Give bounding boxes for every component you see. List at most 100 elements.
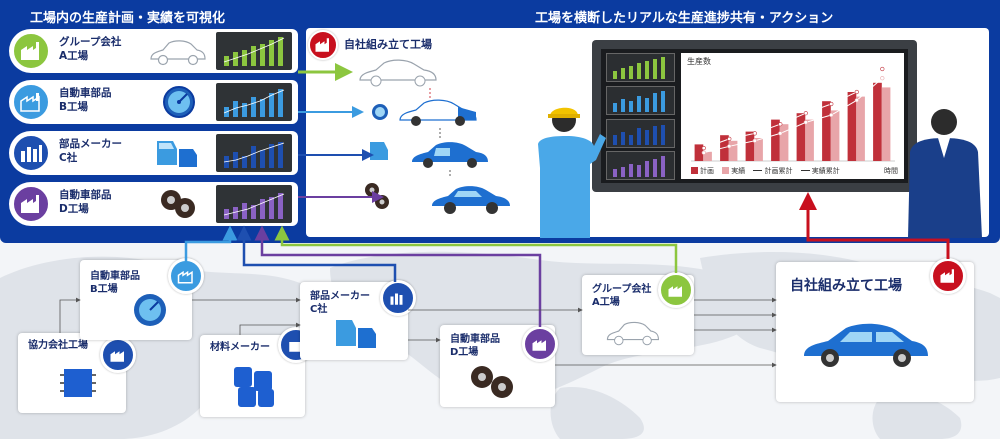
- bar-実績-1: [728, 140, 738, 161]
- point-計画累計-7: [880, 66, 885, 72]
- card-label: 協力会社工場: [28, 340, 88, 351]
- shared-monitor: 生産数 計画 実績 計画累計 実績累計 時間: [592, 40, 917, 192]
- door-parts-icon: [147, 135, 207, 171]
- monitor-mini-chart-b: [606, 86, 675, 115]
- bar-実績-5: [830, 110, 840, 161]
- own-assembly-badge: [930, 258, 966, 294]
- barrels-icon: [234, 367, 274, 407]
- chart-title: 生産数: [687, 57, 711, 66]
- bar-実績-4: [805, 119, 814, 161]
- monitor-screen: 生産数 計画 実績 計画累計 実績累計 時間: [601, 49, 908, 183]
- bar-計画-2: [745, 131, 755, 161]
- bar-実績-0: [703, 151, 712, 161]
- car-door-step: [370, 142, 488, 168]
- bar-計画-4: [796, 113, 806, 161]
- factory-b-badge: [168, 258, 204, 294]
- own-factory-badge: [308, 30, 338, 60]
- point-実績累計-6: [854, 98, 859, 103]
- point-計画累計-5: [829, 101, 834, 107]
- bar-計画-6: [847, 92, 857, 161]
- bar-計画-3: [771, 119, 780, 161]
- bar-実績-6: [856, 96, 865, 161]
- point-実績累計-7: [880, 76, 885, 81]
- bar-計画-0: [694, 144, 704, 161]
- gauge-icon: [147, 84, 207, 120]
- point-実績累計-0: [701, 150, 706, 155]
- legend-plan-cum: 計画累計: [753, 167, 792, 175]
- factory-icon: [11, 184, 51, 224]
- point-計画累計-4: [803, 111, 808, 116]
- door-parts-icon: [336, 320, 376, 348]
- line-計画累計: [703, 68, 883, 149]
- legend-actual: 実績: [722, 167, 745, 175]
- parts-c-badge: [380, 280, 416, 316]
- left-panel-title: 工場内の生産計画・実績を可視化: [30, 11, 226, 26]
- tire-icon: [471, 366, 513, 398]
- legend-actual-cum: 実績累計: [800, 167, 840, 175]
- mini-bar-chart: [216, 134, 292, 172]
- card-label: 材料メーカー: [210, 342, 270, 353]
- monitor-mini-chart-d: [606, 151, 675, 180]
- bar-実績-7: [881, 87, 891, 161]
- line-実績累計: [703, 77, 883, 154]
- bar-計画-5: [822, 101, 831, 161]
- bar-実績-3: [779, 124, 789, 161]
- chart-legend: 計画 実績 計画累計 実績累計: [691, 166, 901, 178]
- mini-bar-chart: [216, 32, 292, 70]
- factory-icon: [11, 82, 51, 122]
- chart-x-label: 時間: [884, 167, 898, 175]
- finished-car-icon: [804, 323, 928, 367]
- point-実績累計-1: [727, 144, 732, 149]
- gauge-icon: [134, 294, 166, 326]
- car-icon: [147, 33, 207, 69]
- factory-icon: [11, 133, 51, 173]
- bar-実績-2: [754, 138, 763, 161]
- coop-factory-badge: [100, 337, 136, 373]
- factory-d-badge: [522, 326, 558, 362]
- production-chart: 生産数 計画 実績 計画累計 実績累計 時間: [681, 53, 904, 179]
- chip-icon: [60, 369, 96, 397]
- mini-bar-chart: [216, 185, 292, 223]
- worker-person: [538, 107, 606, 238]
- point-実績累計-4: [803, 120, 808, 125]
- point-実績累計-5: [829, 112, 834, 118]
- bar-計画-7: [873, 82, 882, 161]
- mini-bar-chart: [216, 83, 292, 121]
- tire-icon: [147, 186, 207, 222]
- monitor-mini-chart-c: [606, 119, 675, 148]
- monitor-mini-chart-a: [606, 53, 675, 82]
- car-icon: [606, 321, 660, 346]
- point-計画累計-3: [778, 122, 783, 127]
- car-gauge-step: [372, 99, 477, 126]
- point-計画累計-0: [701, 145, 706, 151]
- point-計画累計-1: [727, 136, 732, 141]
- card-coop-factory: 協力会社工場: [18, 333, 126, 413]
- point-実績累計-3: [778, 131, 783, 136]
- bar-計画-1: [720, 135, 729, 161]
- own-assembly-label: 自社組み立て工場: [790, 278, 902, 294]
- chart-plot: [691, 66, 895, 162]
- factory-icon: [11, 31, 51, 71]
- point-計画累計-6: [854, 89, 859, 95]
- manager-person: [908, 109, 982, 238]
- car-tire-step: [365, 183, 510, 214]
- assembly-flow: [359, 59, 510, 214]
- right-panel-title: 工場を横断したリアルな生産進捗共有・アクション: [535, 11, 834, 26]
- assembly-title: 自社組み立て工場: [344, 38, 432, 51]
- point-計画累計-2: [752, 131, 757, 136]
- car-body-step: [359, 59, 437, 87]
